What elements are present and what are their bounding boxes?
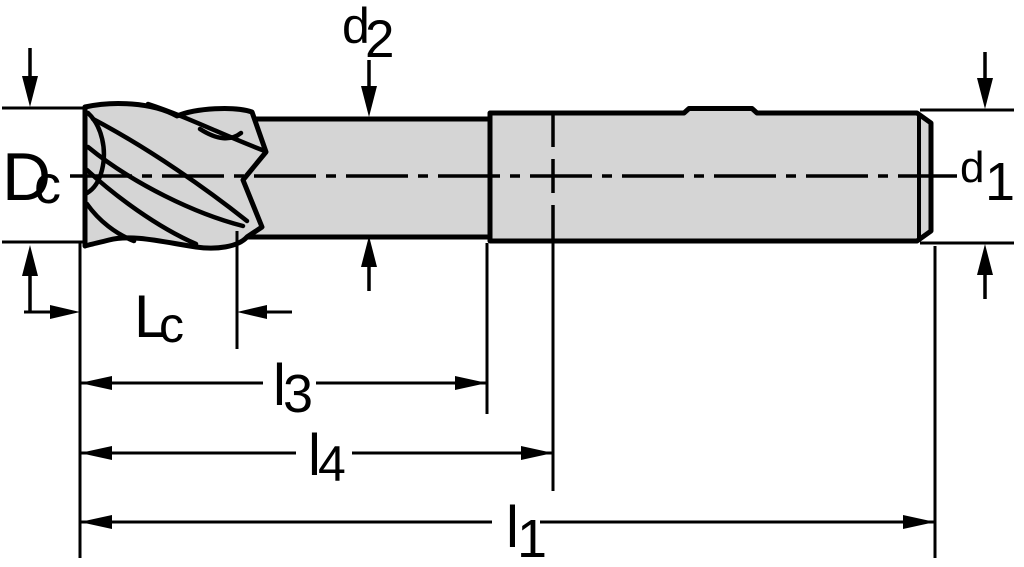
flute-end-curve [84,110,107,196]
label-main: l [273,353,286,418]
label-subscript: 1 [985,152,1015,212]
flute-helix-3 [84,167,199,247]
label-main: d [960,143,984,192]
arrowhead-left [80,376,112,390]
label-cutting-edge-length: L c [134,283,184,353]
dimension-l1 [80,515,935,529]
arrowhead-up [977,244,993,275]
label-main: l [506,495,519,560]
label-subscript: 1 [517,509,547,567]
arrowhead-right [455,376,487,390]
flute-helix-4 [84,201,137,244]
dimension-shank-diameter [920,52,1014,299]
neck-outline [240,116,495,240]
dimension-cutting-diameter [2,48,85,312]
flute-helix-upper [90,116,250,224]
arrowhead-down [361,86,377,117]
arrowhead-left [80,446,112,460]
label-shank-diameter: d 1 [960,143,1015,212]
dimension-l3 [80,376,487,390]
label-l4: l 4 [308,423,346,492]
arrowhead-right [50,305,80,319]
arrowhead-up [361,236,377,267]
arrowhead-left [80,515,112,529]
label-main: D [2,139,51,215]
arrowhead-right [521,446,553,460]
label-subscript: c [159,297,184,353]
arrowhead-right [903,515,935,529]
flute-top-edge [145,101,268,154]
label-l3: l 3 [273,353,313,424]
arrowhead-left [237,305,267,319]
label-main: l [308,423,321,488]
shank-outline [487,106,934,244]
arrowhead-down [977,78,993,109]
label-l1: l 1 [506,495,547,567]
label-subscript: c [34,155,61,215]
flute-runout-hook [197,126,244,141]
dimension-l4 [80,446,553,460]
label-cutting-diameter: D c [2,139,61,215]
arrowhead-down [22,76,38,107]
label-main: d [342,0,370,54]
flute-helix-lower [85,144,246,229]
arrowhead-up [22,245,38,276]
dimension-cutting-edge-length [24,305,292,319]
label-subscript: 2 [365,10,394,69]
label-subscript: 3 [283,364,313,424]
tool-neck [240,116,495,240]
label-neck-diameter: d 2 [342,0,394,69]
label-main: L [134,283,167,350]
dimension-neck-diameter [361,60,377,291]
label-subscript: 4 [318,436,346,492]
